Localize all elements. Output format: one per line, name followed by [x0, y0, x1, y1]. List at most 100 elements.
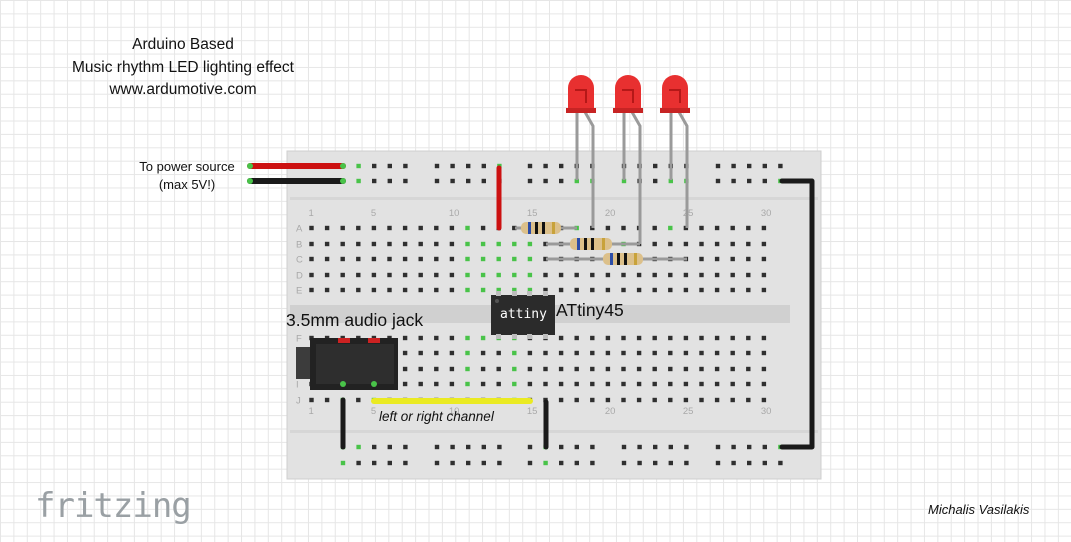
- breadboard-hole: [309, 272, 314, 278]
- breadboard-hole: [761, 335, 767, 341]
- breadboard-hole: [699, 397, 704, 403]
- breadboard-hole: [496, 350, 501, 356]
- breadboard-hole: [356, 397, 361, 403]
- breadboard-hole: [590, 397, 595, 403]
- breadboard-hole: [371, 272, 377, 278]
- breadboard-hole: [605, 272, 611, 278]
- breadboard-hole: [418, 225, 423, 231]
- breadboard-hole: [543, 178, 548, 184]
- breadboard-hole: [356, 241, 361, 247]
- breadboard-hole: [574, 178, 579, 184]
- breadboard-hole: [653, 444, 658, 450]
- breadboard-hole: [466, 444, 471, 450]
- breadboard-hole: [637, 460, 642, 466]
- breadboard-hole: [762, 163, 767, 169]
- breadboard-hole: [512, 225, 517, 231]
- breadboard-hole: [527, 272, 533, 278]
- black-wire-end: [340, 178, 346, 184]
- breadboard-hole: [512, 272, 517, 278]
- breadboard-hole: [449, 256, 455, 262]
- breadboard-hole: [636, 287, 642, 293]
- breadboard-hole: [387, 256, 392, 262]
- audio-jack: [296, 338, 398, 390]
- breadboard-hole: [527, 444, 533, 450]
- breadboard-hole: [590, 287, 595, 293]
- breadboard-hole: [761, 381, 767, 387]
- breadboard-hole: [387, 241, 392, 247]
- breadboard-hole: [746, 287, 751, 293]
- breadboard-hole: [449, 272, 455, 278]
- breadboard-hole: [403, 444, 408, 450]
- breadboard-hole: [684, 444, 689, 450]
- column-number: 30: [761, 208, 772, 219]
- breadboard-hole: [497, 444, 502, 450]
- breadboard-hole: [747, 163, 752, 169]
- led-3: [660, 75, 690, 228]
- resistor-2: [570, 238, 612, 250]
- breadboard-hole: [574, 287, 579, 293]
- breadboard-hole: [746, 381, 751, 387]
- breadboard-hole: [590, 460, 595, 466]
- breadboard-hole: [621, 350, 626, 356]
- breadboard-hole: [402, 225, 408, 231]
- breadboard-hole: [324, 287, 330, 293]
- breadboard-hole: [730, 225, 735, 231]
- breadboard-hole: [761, 241, 767, 247]
- breadboard-hole: [371, 287, 377, 293]
- breadboard-hole: [403, 460, 408, 466]
- breadboard-hole: [356, 163, 361, 169]
- column-number: 10: [449, 208, 460, 219]
- breadboard-hole: [652, 350, 657, 356]
- breadboard-hole: [481, 178, 486, 184]
- breadboard-hole: [558, 350, 564, 356]
- header-line-3: www.ardumotive.com: [109, 81, 257, 98]
- breadboard-hole: [309, 287, 314, 293]
- breadboard-hole: [403, 178, 408, 184]
- author-name: Michalis Vasilakis: [928, 502, 1030, 517]
- breadboard-hole: [340, 272, 345, 278]
- breadboard-hole: [605, 287, 611, 293]
- breadboard-hole: [605, 335, 611, 341]
- breadboard-hole: [387, 225, 392, 231]
- breadboard-hole: [402, 287, 408, 293]
- breadboard-hole: [636, 366, 642, 372]
- breadboard-hole: [402, 335, 408, 341]
- led-2: [613, 75, 643, 244]
- breadboard-hole: [356, 256, 361, 262]
- breadboard-hole: [402, 241, 408, 247]
- breadboard-hole: [418, 256, 423, 262]
- breadboard-hole: [527, 287, 533, 293]
- breadboard-hole: [387, 287, 392, 293]
- breadboard-hole: [356, 460, 361, 466]
- breadboard-hole: [636, 397, 642, 403]
- breadboard-hole: [387, 178, 392, 184]
- breadboard-hole: [543, 241, 548, 247]
- breadboard-hole: [714, 397, 720, 403]
- breadboard-hole: [730, 272, 735, 278]
- breadboard-hole: [512, 241, 517, 247]
- breadboard-hole: [496, 272, 501, 278]
- breadboard-hole: [372, 444, 377, 450]
- breadboard-hole: [480, 287, 486, 293]
- breadboard-hole: [402, 381, 408, 387]
- breadboard-hole: [340, 241, 345, 247]
- breadboard-hole: [605, 381, 611, 387]
- breadboard-hole: [480, 335, 486, 341]
- resistor-1: [521, 222, 561, 234]
- breadboard-hole: [356, 272, 361, 278]
- breadboard-hole: [714, 287, 720, 293]
- breadboard-hole: [402, 366, 408, 372]
- breadboard-hole: [652, 381, 657, 387]
- breadboard-bottom-rail-strip: [290, 430, 818, 433]
- breadboard-hole: [668, 366, 673, 372]
- breadboard-hole: [714, 256, 720, 262]
- breadboard-hole: [653, 178, 658, 184]
- breadboard-hole: [621, 225, 626, 231]
- breadboard-hole: [621, 335, 626, 341]
- breadboard-hole: [527, 381, 533, 387]
- breadboard-hole: [590, 272, 595, 278]
- breadboard-hole: [449, 381, 455, 387]
- breadboard-hole: [761, 366, 767, 372]
- breadboard-hole: [434, 178, 440, 184]
- column-number: 15: [527, 208, 538, 219]
